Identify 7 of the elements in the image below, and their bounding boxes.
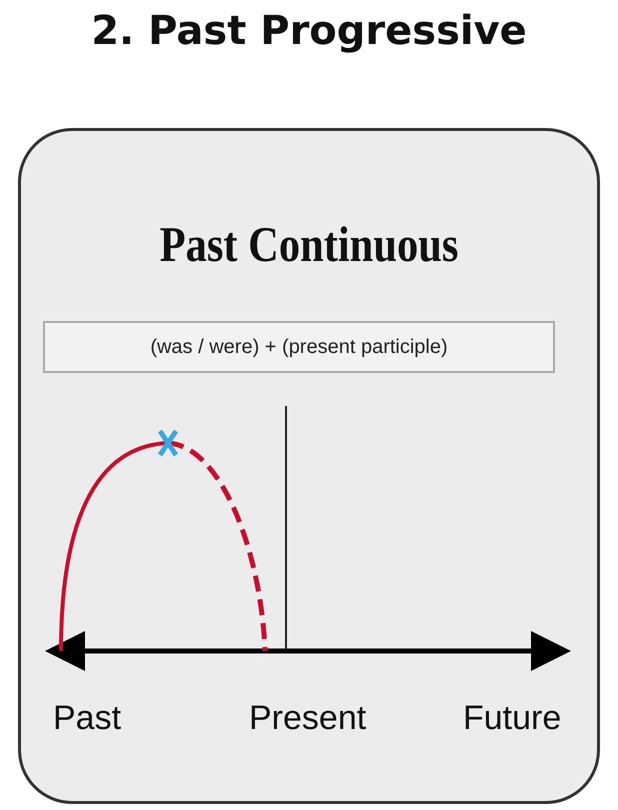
timeline-label: Future [463, 699, 562, 738]
title: 2. Past Progressive [90, 8, 528, 54]
timeline-label: Past [53, 699, 122, 738]
card-panel [18, 128, 600, 804]
timeline-label: Present [249, 699, 366, 738]
heading: Past Continuous [158, 215, 460, 273]
formula-box: (was / were) + (present participle) [43, 321, 555, 373]
